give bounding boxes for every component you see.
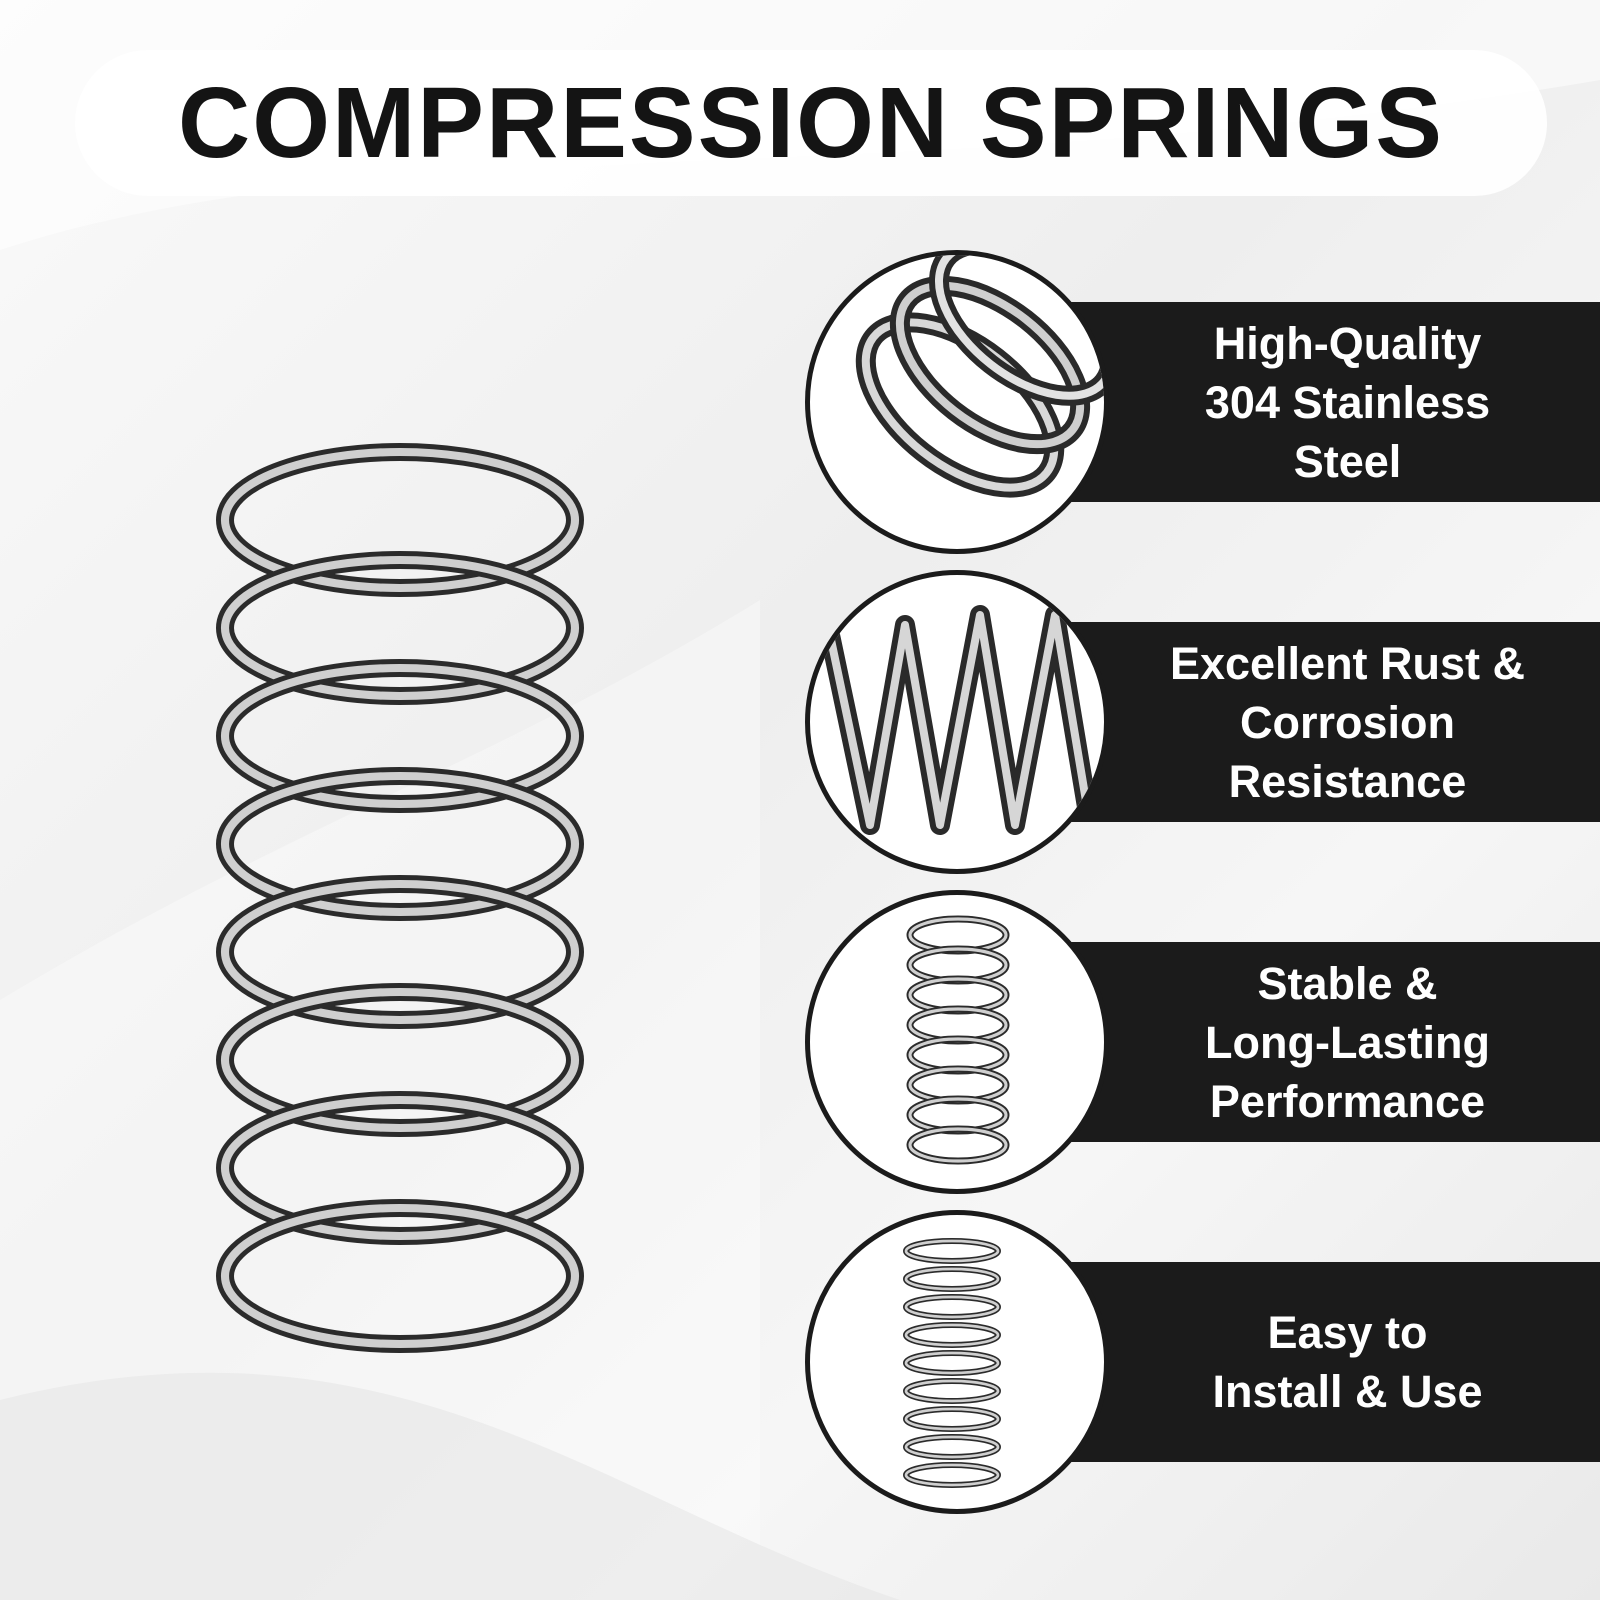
feature-text-installation: Easy to Install & Use xyxy=(1212,1307,1483,1417)
feature-band: Stable & Long-Lasting Performance xyxy=(1055,942,1600,1142)
feature-installation: Easy to Install & Use xyxy=(805,1210,1600,1514)
feature-corrosion: Excellent Rust & Corrosion Resistance xyxy=(805,570,1600,874)
feature-text-durability: Stable & Long-Lasting Performance xyxy=(1205,957,1490,1127)
feature-text-material: High-Quality 304 Stainless Steel xyxy=(1204,317,1491,487)
page-title: COMPRESSION SPRINGS xyxy=(178,66,1444,179)
feature-material: High-Quality 304 Stainless Steel xyxy=(805,250,1600,554)
feature-band: Easy to Install & Use xyxy=(1055,1262,1600,1462)
feature-durability: Stable & Long-Lasting Performance xyxy=(805,890,1600,1194)
feature-band: Excellent Rust & Corrosion Resistance xyxy=(1055,622,1600,822)
spring-top-closeup-icon xyxy=(805,250,1109,554)
feature-band: High-Quality 304 Stainless Steel xyxy=(1055,302,1600,502)
title-banner: COMPRESSION SPRINGS xyxy=(75,50,1547,196)
feature-text-corrosion: Excellent Rust & Corrosion Resistance xyxy=(1169,637,1526,807)
spring-compressed-view-icon xyxy=(805,1210,1109,1514)
main-spring-image xyxy=(216,443,584,1353)
spring-full-view-icon xyxy=(805,890,1109,1194)
spring-side-coils-icon xyxy=(805,570,1109,874)
